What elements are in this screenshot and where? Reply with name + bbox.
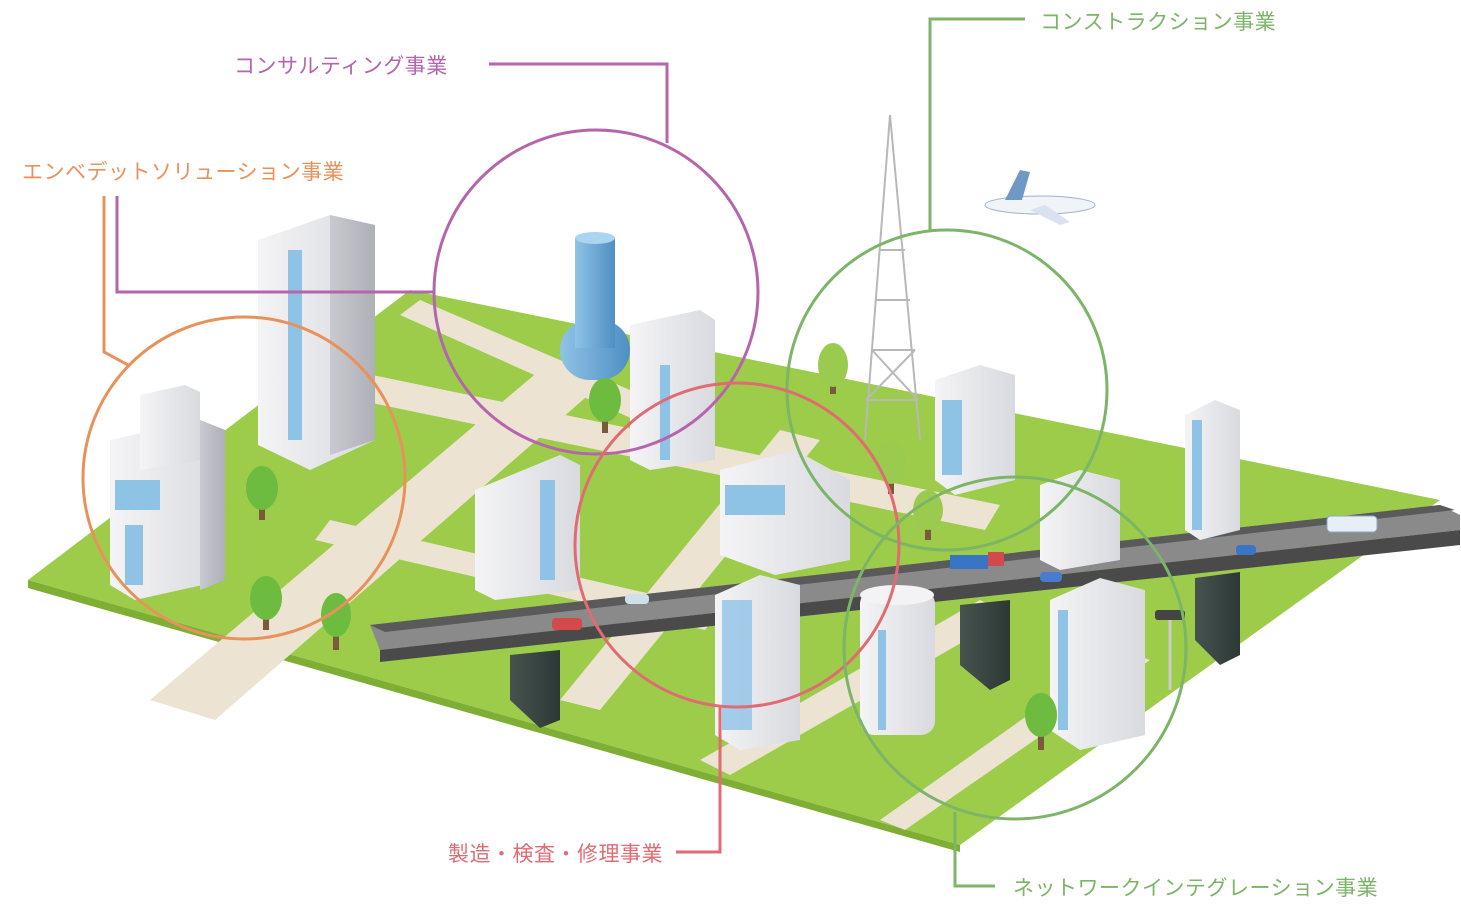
tree-icon bbox=[913, 490, 943, 540]
manufacturing-leader bbox=[676, 706, 722, 854]
building-icon bbox=[475, 455, 580, 600]
camera-pole-icon bbox=[1155, 610, 1185, 690]
consulting-label: コンサルティング事業 bbox=[234, 54, 448, 78]
building-icon bbox=[630, 310, 715, 470]
radio-tower-icon bbox=[864, 114, 921, 441]
building-icon bbox=[720, 450, 850, 575]
building-icon bbox=[258, 215, 375, 470]
car-icon bbox=[1040, 572, 1062, 582]
network-leader bbox=[953, 812, 995, 888]
tree-icon bbox=[589, 378, 621, 433]
car-icon bbox=[1236, 545, 1256, 555]
embedded-leader bbox=[102, 196, 131, 368]
embedded-solution-label: エンベデットソリューション事業 bbox=[22, 160, 345, 184]
car-icon bbox=[552, 618, 582, 630]
consulting-leader-2 bbox=[115, 196, 434, 294]
car-icon bbox=[625, 594, 649, 604]
bus-icon bbox=[1326, 515, 1378, 533]
building-icon bbox=[715, 575, 800, 750]
network-circle bbox=[842, 475, 1188, 821]
tree-icon bbox=[818, 343, 848, 394]
tree-icon bbox=[246, 466, 278, 520]
building-icon bbox=[935, 365, 1015, 495]
building-icon bbox=[1050, 578, 1145, 750]
consulting-leader bbox=[489, 62, 669, 143]
building-icon bbox=[560, 232, 630, 380]
tree-icon bbox=[1025, 693, 1057, 750]
network-integration-label: ネットワークインテグレーション事業 bbox=[1013, 876, 1379, 900]
airplane-icon bbox=[984, 170, 1096, 225]
construction-leader bbox=[928, 17, 1025, 232]
building-icon bbox=[110, 385, 225, 600]
building-icon bbox=[860, 585, 935, 735]
manufacturing-label: 製造・検査・修理事業 bbox=[448, 842, 663, 866]
building-icon bbox=[1185, 400, 1240, 540]
embedded-circle bbox=[81, 315, 407, 641]
truck-icon bbox=[950, 552, 1004, 569]
construction-label: コンストラクション事業 bbox=[1040, 10, 1277, 34]
tree-icon bbox=[250, 576, 282, 630]
building-icon bbox=[1040, 470, 1120, 570]
manufacturing-circle bbox=[573, 381, 901, 709]
